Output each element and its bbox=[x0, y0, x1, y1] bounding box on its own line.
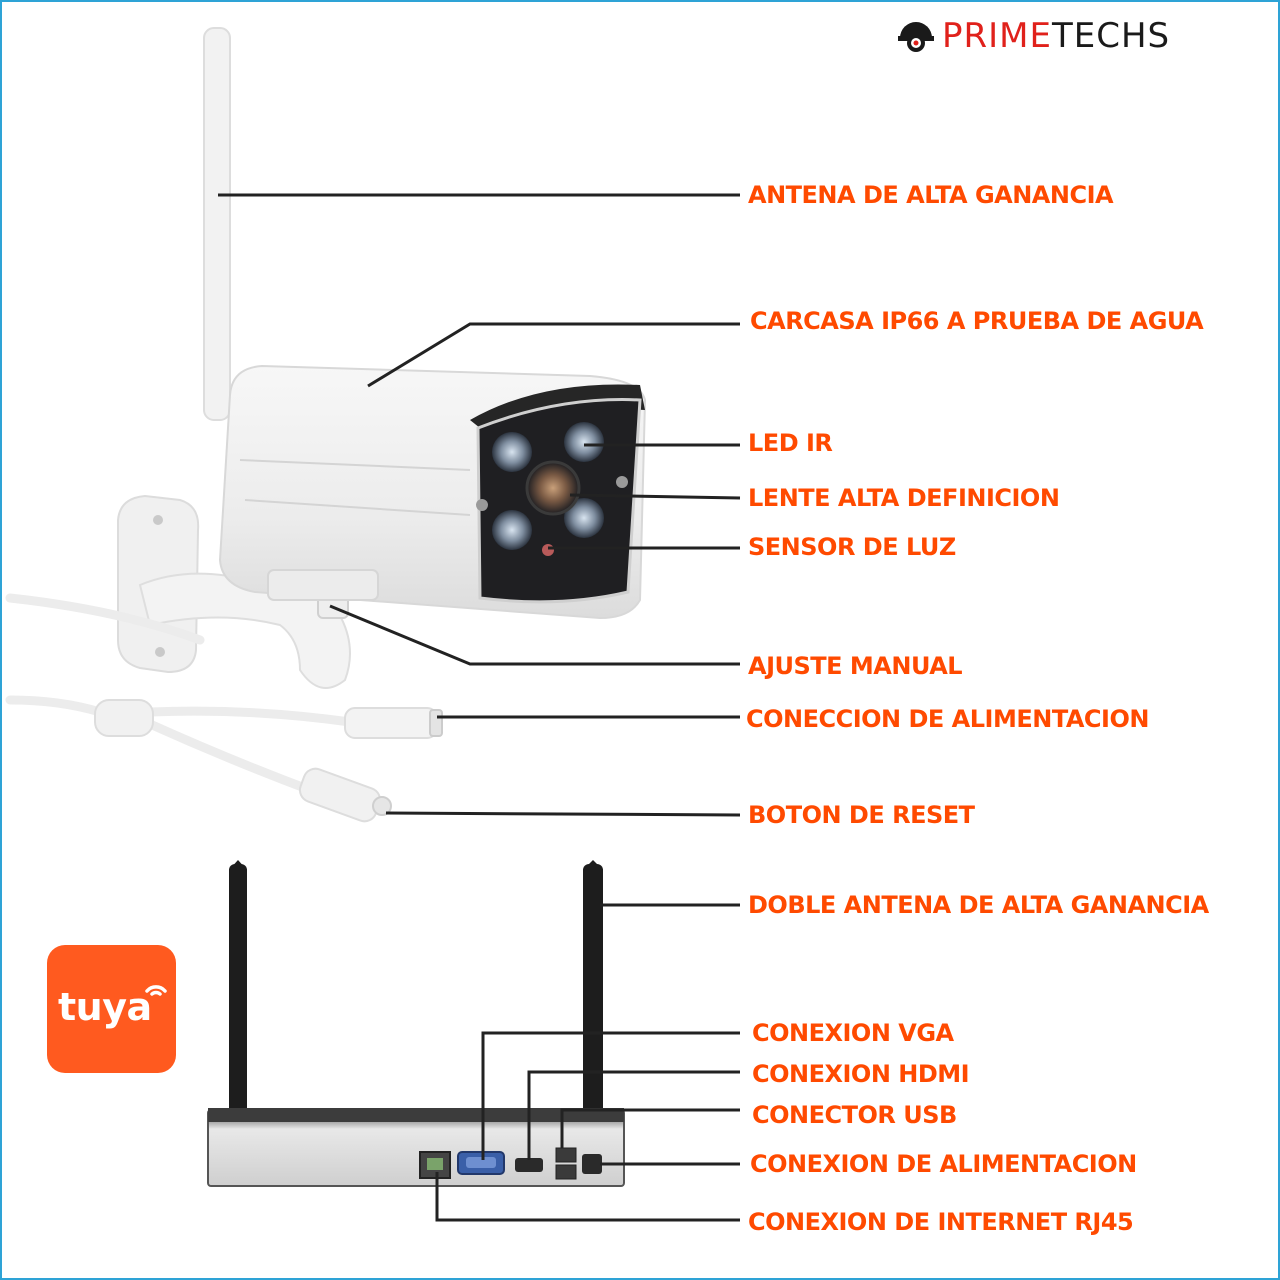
label-usb: CONECTOR USB bbox=[752, 1101, 957, 1129]
camera-cables bbox=[5, 593, 355, 795]
label-hdmi: CONEXION HDMI bbox=[752, 1060, 970, 1088]
label-antena: ANTENA DE ALTA GANANCIA bbox=[748, 181, 1114, 209]
hdmi-port bbox=[515, 1158, 543, 1172]
label-ajuste-manual: AJUSTE MANUAL bbox=[748, 652, 963, 680]
brand-name: PRIMETECHS bbox=[942, 16, 1171, 56]
brand-logo: PRIMETECHS bbox=[896, 14, 1170, 58]
label-rj45: CONEXION DE INTERNET RJ45 bbox=[748, 1208, 1134, 1236]
light-sensor bbox=[542, 544, 554, 556]
label-led-ir: LED IR bbox=[748, 429, 833, 457]
label-vga: CONEXION VGA bbox=[752, 1019, 954, 1047]
ir-led bbox=[564, 498, 604, 538]
wifi-icon bbox=[145, 985, 167, 996]
label-nvr-alimentacion: CONEXION DE ALIMENTACION bbox=[750, 1150, 1137, 1178]
nvr-recorder bbox=[207, 860, 625, 1187]
label-coneccion-alimentacion: CONECCION DE ALIMENTACION bbox=[746, 705, 1149, 733]
leader-lines bbox=[218, 193, 741, 1222]
nvr-antenna-right bbox=[583, 864, 603, 1152]
label-carcasa: CARCASA IP66 A PRUEBA DE AGUA bbox=[750, 307, 1204, 335]
tuya-text: tuya bbox=[58, 985, 152, 1029]
usb-port bbox=[555, 1147, 577, 1163]
camera-lens bbox=[525, 460, 581, 516]
cable-connectors bbox=[94, 699, 443, 823]
bullet-camera bbox=[117, 27, 647, 689]
dome-camera-icon bbox=[898, 22, 934, 52]
camera-antenna bbox=[203, 27, 231, 421]
ir-led bbox=[492, 510, 532, 550]
tuya-badge: tuya bbox=[47, 945, 176, 1073]
ir-led bbox=[564, 422, 604, 462]
ir-led bbox=[492, 432, 532, 472]
label-lente: LENTE ALTA DEFINICION bbox=[748, 484, 1060, 512]
nvr-antenna-left bbox=[229, 864, 247, 1152]
dc-power-port bbox=[582, 1154, 602, 1174]
label-boton-reset: BOTON DE RESET bbox=[748, 801, 975, 829]
label-doble-antena: DOBLE ANTENA DE ALTA GANANCIA bbox=[748, 891, 1209, 919]
label-sensor-luz: SENSOR DE LUZ bbox=[748, 533, 956, 561]
